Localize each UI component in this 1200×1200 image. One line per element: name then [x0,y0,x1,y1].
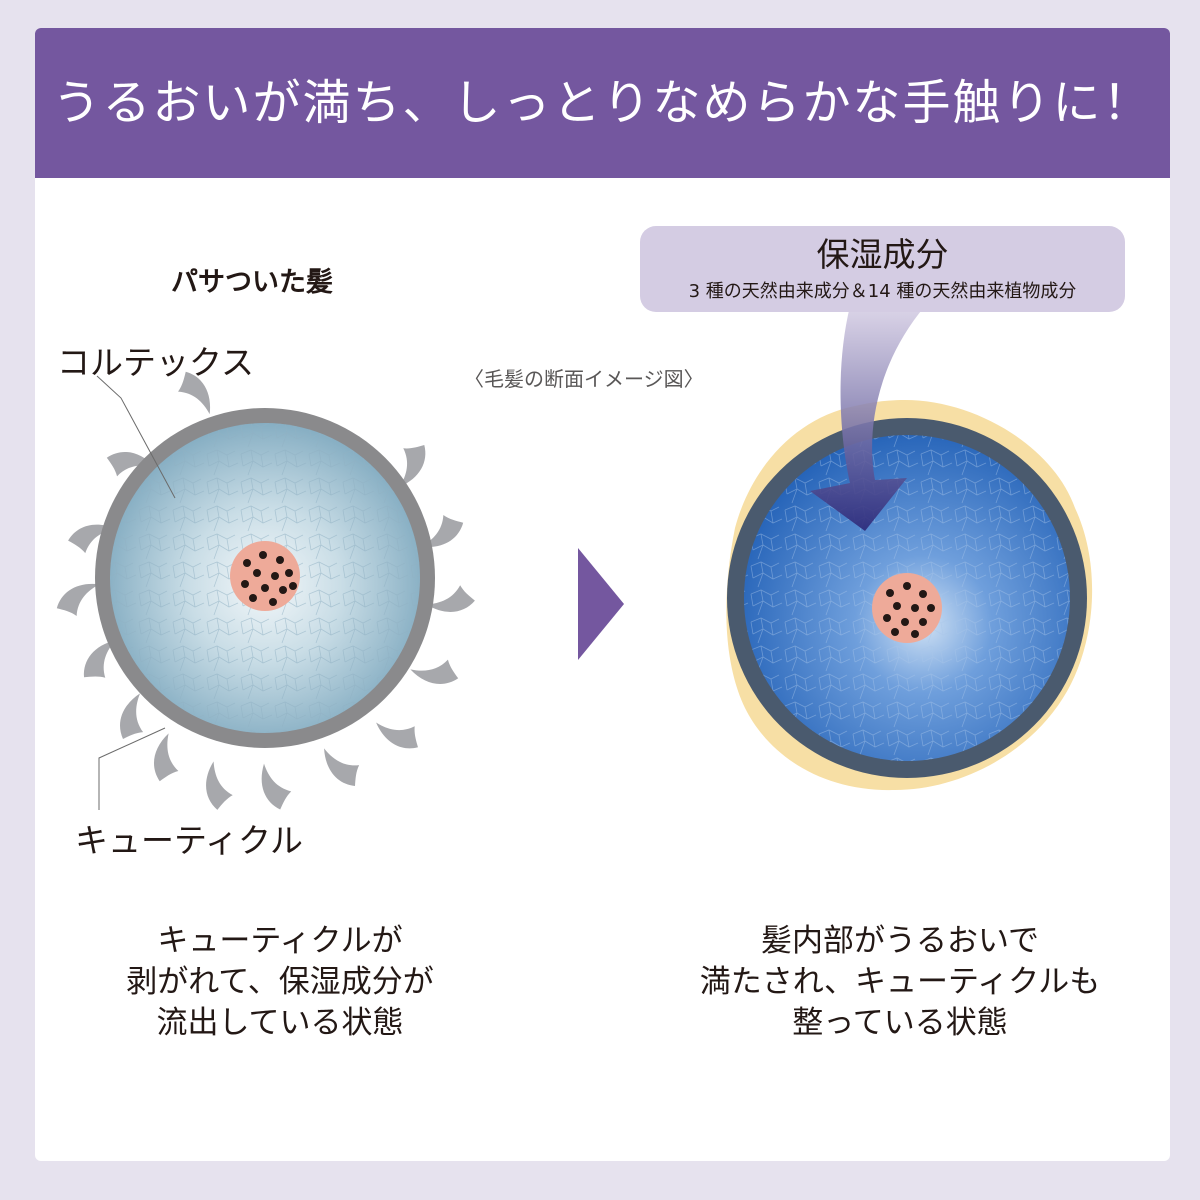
diagram-caption: 〈毛髪の断面イメージ図〉 [464,367,704,391]
transition-arrow [578,548,624,660]
moisturizing-ingredients-badge [640,226,1125,312]
healthy-hair-description: 髪内部がうるおいで 満たされ、キューティクルも 整っている状態 [680,921,1120,1044]
description-line: 剥がれて、保湿成分が [126,964,434,1000]
hair-cross-section-diagram [52,306,1093,812]
badge-subtitle: 3 種の天然由来成分＆14 種の天然由来植物成分 [688,281,1077,302]
healthy-medulla-dots [883,582,935,638]
label-leader-lines [96,375,176,810]
dry-hair-description: キューティクルが 剥がれて、保湿成分が 流出している状態 [60,921,500,1044]
cuticle-label: キューティクル [75,821,304,860]
header-banner: うるおいが満ち、しっとりなめらかな手触りに！ [35,28,1170,178]
description-line: 整っている状態 [792,1005,1008,1041]
description-line: 流出している状態 [156,1005,404,1041]
description-line: 髪内部がうるおいで [760,923,1040,959]
main-card: うるおいが満ち、しっとりなめらかな手触りに！ [35,28,1170,1161]
description-line: キューティクルが [157,923,403,959]
cortex-label: コルテックス [57,343,255,382]
dry-hair-title: パサついた髪 [171,267,333,298]
badge-title: 保湿成分 [816,235,949,274]
dry-hair-medulla-dots [241,551,297,606]
description-line: 満たされ、キューティクルも [699,964,1101,1000]
page-title: うるおいが満ち、しっとりなめらかな手触りに！ [52,75,1153,131]
moisture-inflow-arrow [810,306,925,531]
